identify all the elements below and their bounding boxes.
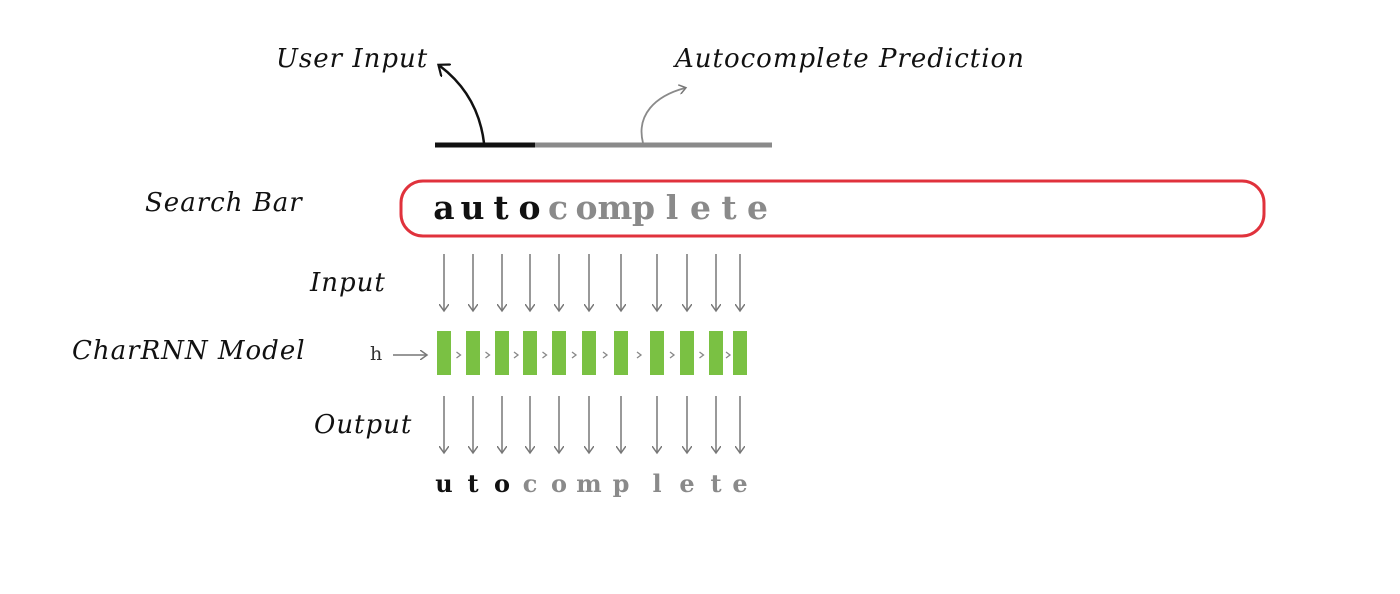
output-char: t (467, 469, 478, 498)
output-char: c (523, 469, 538, 498)
rnn-cell (552, 331, 566, 375)
rnn-cell (523, 331, 537, 375)
search-char: o (518, 188, 540, 227)
recurrent-connection (636, 351, 643, 359)
search-char: e (690, 188, 711, 227)
recurrent-connection (513, 351, 520, 359)
search-char: o (575, 188, 597, 227)
recurrent-connection (542, 351, 548, 359)
output-char: p (613, 469, 630, 498)
user-input-label: User Input (276, 44, 429, 74)
output-char: l (652, 469, 661, 498)
rnn-cell (582, 331, 596, 375)
user-input-arrow (440, 66, 486, 144)
output-label: Output (314, 410, 413, 440)
search-char: m (598, 188, 633, 227)
rnn-cell (614, 331, 628, 375)
output-char: e (679, 469, 694, 498)
model-label: CharRNN Model (72, 336, 306, 366)
search-bar[interactable] (399, 179, 1266, 238)
recurrent-connection (602, 351, 609, 359)
output-char: u (435, 469, 452, 498)
recurrent-connection (699, 351, 705, 359)
recurrent-connection (571, 351, 578, 359)
autocomplete-prediction-label: Autocomplete Prediction (675, 44, 1025, 74)
input-arrows (444, 254, 740, 310)
recurrent-connection (669, 351, 676, 359)
rnn-cell (680, 331, 694, 375)
search-char: e (747, 188, 768, 227)
prediction-arrow (640, 88, 685, 144)
input-label: Input (310, 268, 386, 298)
output-char: t (710, 469, 721, 498)
rnn-cell (495, 331, 509, 375)
search-bar-label: Search Bar (145, 188, 303, 218)
output-arrows (444, 396, 740, 452)
search-char: t (493, 188, 509, 227)
recurrent-connection (485, 351, 491, 359)
search-char: a (433, 188, 454, 227)
search-char: t (721, 188, 737, 227)
search-char: l (666, 188, 679, 227)
rnn-cells (437, 331, 747, 375)
rnn-cell (437, 331, 451, 375)
output-char: e (732, 469, 747, 498)
output-char: o (494, 469, 510, 498)
output-char: o (551, 469, 567, 498)
search-char: c (548, 188, 568, 227)
rnn-cell (733, 331, 747, 375)
output-char: m (576, 469, 601, 498)
search-char: u (461, 188, 485, 227)
search-char: p (632, 188, 655, 227)
recurrent-connection (725, 351, 732, 359)
recurrent-connection (456, 351, 462, 359)
rnn-cell (650, 331, 664, 375)
hidden-state-label: h (370, 343, 383, 365)
rnn-cell (709, 331, 723, 375)
rnn-cell (466, 331, 480, 375)
